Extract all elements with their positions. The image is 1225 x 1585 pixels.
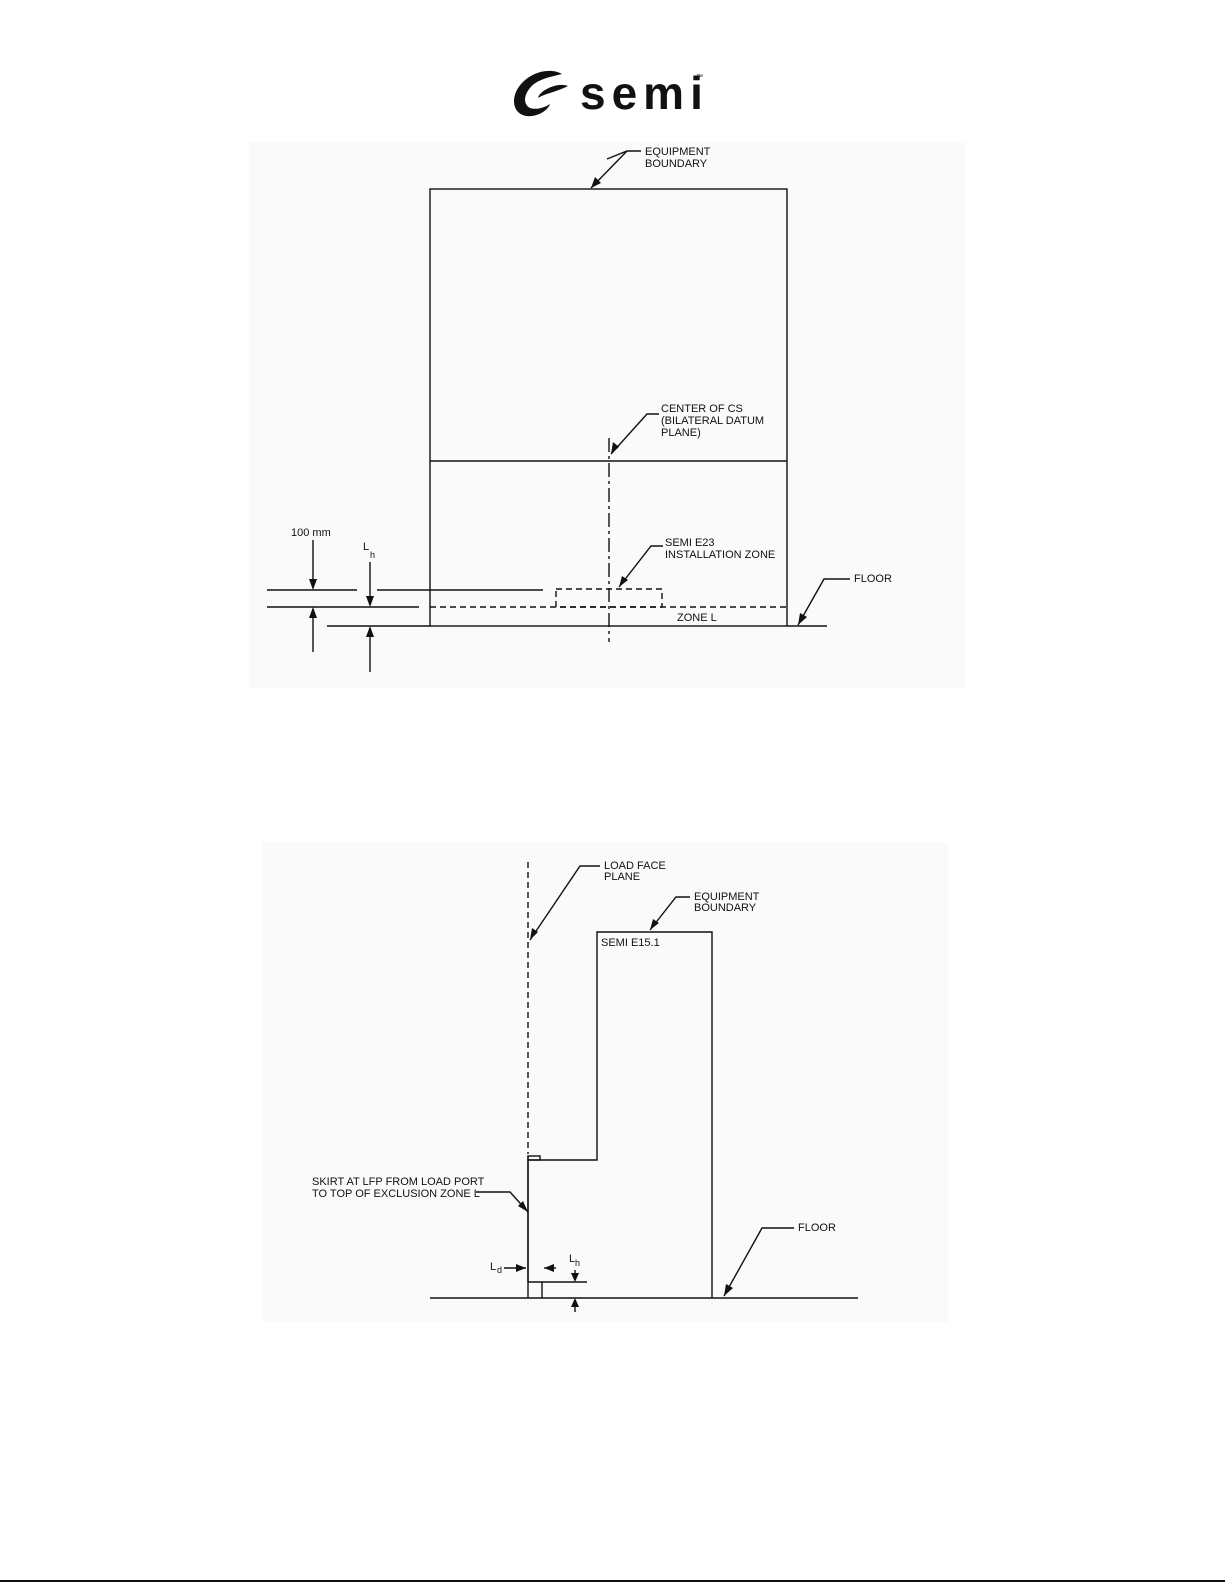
label-skirt-2: TO TOP OF EXCLUSION ZONE L — [312, 1188, 480, 1200]
leader-skirt — [476, 1192, 528, 1212]
label-installation-zone-2: INSTALLATION ZONE — [665, 549, 775, 561]
arrowhead-ld-left — [516, 1264, 526, 1272]
figure-front-view: EQUIPMENT BOUNDARY CENTER OF CS (BILATER… — [249, 142, 965, 688]
semi-logo: semi ™ — [510, 68, 710, 120]
label-100mm: 100 mm — [291, 527, 331, 539]
label-skirt-1: SKIRT AT LFP FROM LOAD PORT — [312, 1176, 485, 1188]
arrowhead-lh-top — [366, 596, 374, 607]
arrowhead-lh-top — [571, 1273, 579, 1282]
logo-trademark: ™ — [696, 74, 703, 81]
figure-side-view: LOAD FACE PLANE EQUIPMENT BOUNDARY SEMI … — [262, 842, 948, 1322]
label-equipment-boundary-1: EQUIPMENT — [645, 146, 711, 158]
logo-wordmark: semi — [580, 70, 709, 116]
arrowhead-floor — [798, 613, 807, 625]
label-lh-sub: h — [370, 550, 375, 560]
label-semi-e15: SEMI E15.1 — [601, 937, 660, 949]
label-equipment-boundary-2: BOUNDARY — [694, 902, 757, 914]
label-center-of-cs-3: PLANE) — [661, 427, 701, 439]
load-port-lip — [528, 1156, 540, 1160]
leader-load-face-plane — [530, 866, 600, 940]
page-bottom-rule — [0, 1580, 1225, 1582]
label-equipment-boundary-2: BOUNDARY — [645, 158, 708, 170]
front-view-drawing: EQUIPMENT BOUNDARY CENTER OF CS (BILATER… — [249, 142, 965, 688]
arrowhead-100mm-top — [309, 579, 317, 590]
label-ld-sub: d — [497, 1265, 502, 1275]
arrowhead-center-of-cs — [611, 442, 619, 454]
arrowhead-floor — [724, 1284, 733, 1296]
side-view-drawing: LOAD FACE PLANE EQUIPMENT BOUNDARY SEMI … — [262, 842, 948, 1322]
label-zone-l: ZONE L — [677, 612, 717, 624]
leader-floor — [724, 1228, 794, 1296]
label-floor: FLOOR — [854, 573, 892, 585]
arrowhead-ld-right — [544, 1264, 554, 1272]
arrowhead-lh-bottom — [571, 1298, 579, 1307]
label-installation-zone-1: SEMI E23 — [665, 537, 715, 549]
label-load-face-plane-2: PLANE — [604, 871, 640, 883]
label-center-of-cs-1: CENTER OF CS — [661, 403, 743, 415]
arrowheads — [516, 919, 733, 1307]
equipment-outline — [528, 932, 712, 1298]
label-lh-sub: h — [575, 1258, 580, 1268]
label-lh-main: L — [363, 541, 369, 553]
leader-floor — [798, 579, 850, 625]
semi-swoosh-icon — [510, 68, 580, 120]
arrowhead-lh-bottom — [366, 626, 374, 637]
leader-center-of-cs — [611, 414, 659, 454]
arrowhead-100mm-bottom — [309, 607, 317, 618]
label-floor: FLOOR — [798, 1222, 836, 1234]
label-center-of-cs-2: (BILATERAL DATUM — [661, 415, 764, 427]
label-ld-main: L — [490, 1261, 496, 1273]
